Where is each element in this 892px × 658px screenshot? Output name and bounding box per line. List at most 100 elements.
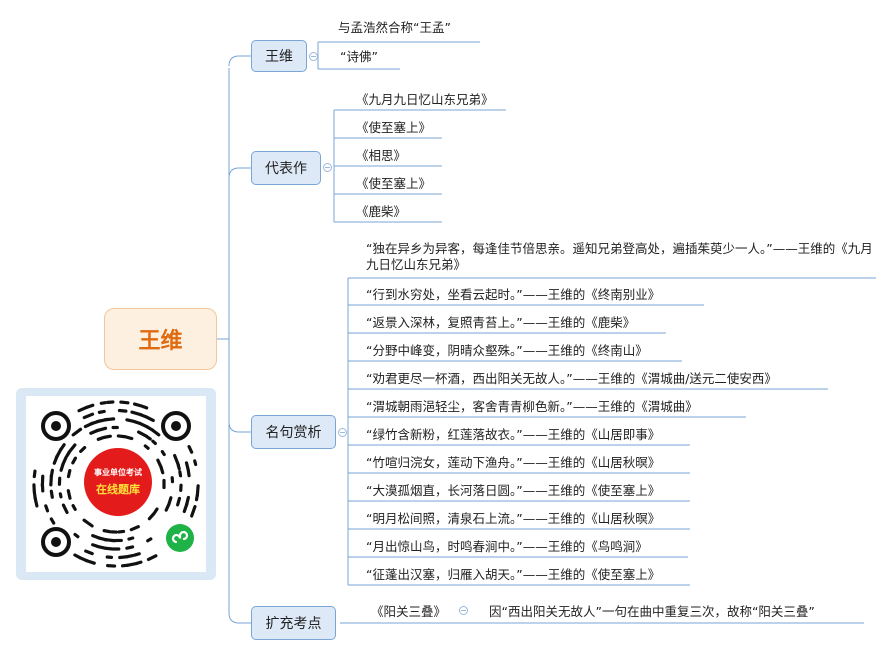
qr-mark-95 xyxy=(73,553,82,560)
leaf-works-2[interactable]: 《使至塞上》 xyxy=(356,120,432,135)
qr-mark-47 xyxy=(91,543,99,548)
qr-mark-70 xyxy=(133,552,141,557)
qr-mark-43 xyxy=(125,545,135,550)
qr-mark-13 xyxy=(96,436,105,441)
qr-mark-110 xyxy=(194,493,199,502)
qr-finder-dot-2 xyxy=(51,537,61,547)
qr-mark-42 xyxy=(146,537,153,543)
branch-famous-lines[interactable]: 名句赏析 xyxy=(251,415,336,449)
qr-mark-80 xyxy=(97,409,106,414)
leaf-line-10[interactable]: “明月松间照，清泉石上流。”——王维的《山居秋暝》 xyxy=(366,511,661,526)
leaf-line-5[interactable]: “劝君更尽一杯酒，西出阳关无故人。”——王维的《渭城曲/送元二使安西》 xyxy=(366,371,777,386)
miniprogram-icon xyxy=(166,524,194,552)
connector-5 xyxy=(228,612,251,624)
qr-mark-38 xyxy=(145,435,152,441)
leaf-extended-title[interactable]: 《阳关三叠》 xyxy=(371,604,447,619)
collapse-toggle-works[interactable] xyxy=(323,163,332,172)
qr-mark-72 xyxy=(118,555,129,560)
collapse-toggle-extended[interactable] xyxy=(459,606,468,615)
leaf-extended-detail[interactable]: 因“西出阳关无故人”一句在曲中重复三次，故称“阳关三叠” xyxy=(489,604,815,619)
leaf-works-3[interactable]: 《相思》 xyxy=(356,148,407,163)
qr-mark-27 xyxy=(61,503,69,515)
qr-finder-2 xyxy=(41,527,71,557)
leaf-line-4[interactable]: “分野中峰变，阴晴众壑殊。”——王维的《终南山》 xyxy=(366,343,648,358)
qr-mark-74 xyxy=(84,549,94,556)
leaf-wangwei-2[interactable]: “诗佛” xyxy=(340,49,378,64)
leaf-line-9[interactable]: “大漠孤烟直，长河落日圆。”——王维的《使至塞上》 xyxy=(366,483,661,498)
qr-mark-48 xyxy=(73,532,80,539)
qr-mark-39 xyxy=(151,439,157,446)
qr-mark-33 xyxy=(67,443,77,454)
qr-mark-16 xyxy=(122,435,134,441)
leaf-works-1[interactable]: 《九月九日忆山东兄弟》 xyxy=(356,92,494,107)
qr-mark-66 xyxy=(176,463,181,471)
branch-works[interactable]: 代表作 xyxy=(251,151,321,185)
qr-mark-65 xyxy=(173,453,180,467)
qr-mark-20 xyxy=(167,496,173,506)
leaf-line-3[interactable]: “返景入深林，复照青苔上。”——王维的《鹿柴》 xyxy=(366,315,636,330)
qr-mark-21 xyxy=(164,502,171,512)
qr-mark-86 xyxy=(186,469,191,478)
qr-mark-105 xyxy=(132,402,144,408)
leaf-line-6[interactable]: “渭城朝雨浥轻尘，客舍青青柳色新。”——王维的《渭城曲》 xyxy=(366,399,698,414)
qr-mark-97 xyxy=(32,490,37,500)
qr-mark-7 xyxy=(82,518,94,528)
qr-badge-line2: 在线题库 xyxy=(96,483,140,496)
collapse-toggle-wangwei[interactable] xyxy=(309,52,318,61)
qr-mark-18 xyxy=(156,458,163,469)
qr-mark-4 xyxy=(117,529,126,534)
qr-mark-6 xyxy=(102,529,113,534)
qr-finder-dot-0 xyxy=(51,421,61,431)
leaf-wangwei-1[interactable]: 与孟浩然合称“王孟” xyxy=(338,20,451,35)
qr-mark-75 xyxy=(49,517,56,525)
qr-mark-22 xyxy=(127,536,135,541)
leaf-works-5[interactable]: 《鹿柴》 xyxy=(356,204,407,219)
branch-extended[interactable]: 扩充考点 xyxy=(251,606,336,640)
qr-mark-19 xyxy=(159,466,165,475)
qr-center-badge: 事业单位考试 在线题库 xyxy=(84,448,152,516)
qr-mark-94 xyxy=(79,556,89,563)
leaf-line-7[interactable]: “绿竹含新粉，红莲落故衣。”——王维的《山居即事》 xyxy=(366,427,661,442)
qr-mark-17 xyxy=(143,444,150,450)
qr-mark-84 xyxy=(143,414,155,423)
qr-mark-91 xyxy=(120,563,130,568)
qr-mark-104 xyxy=(119,400,130,405)
qr-finder-dot-1 xyxy=(171,421,181,431)
qr-mark-111 xyxy=(190,504,197,518)
collapse-toggle-famous-lines[interactable] xyxy=(338,428,347,437)
qr-mark-28 xyxy=(58,492,63,499)
qr-mark-60 xyxy=(125,418,136,423)
qr-mark-79 xyxy=(82,412,95,420)
qr-finder-1 xyxy=(161,411,191,441)
qr-mark-81 xyxy=(117,408,128,413)
qr-mark-3 xyxy=(129,525,140,532)
qr-pattern xyxy=(32,400,200,568)
qr-mark-99 xyxy=(32,469,37,479)
qr-mark-54 xyxy=(59,443,66,452)
qr-finder-0 xyxy=(41,411,71,441)
qr-code-panel: 事业单位考试 在线题库 xyxy=(16,388,216,580)
qr-mark-2 xyxy=(147,511,156,521)
qr-mark-102 xyxy=(99,401,107,405)
qr-mark-46 xyxy=(96,544,108,550)
qr-mark-88 xyxy=(182,502,189,514)
branch-wangwei[interactable]: 王维 xyxy=(251,40,307,72)
leaf-line-8[interactable]: “竹喧归浣女，莲动下渔舟。”——王维的《山居秋暝》 xyxy=(366,455,661,470)
leaf-works-4[interactable]: 《使至塞上》 xyxy=(356,176,432,191)
qr-mark-76 xyxy=(44,504,50,513)
root-topic[interactable]: 王维 xyxy=(104,308,217,370)
leaf-line-1[interactable]: “独在异乡为异客，每逢佳节倍思亲。遥知兄弟登高处，遍插茱萸少一人。”——王维的《… xyxy=(366,241,873,272)
qr-mark-71 xyxy=(126,554,135,559)
qr-mark-67 xyxy=(178,470,183,478)
connector-2 xyxy=(228,55,251,67)
leaf-line-12[interactable]: “征蓬出汉塞，归雁入胡天。”——王维的《使至塞上》 xyxy=(366,567,661,582)
qr-mark-1 xyxy=(153,507,159,514)
leaf-line-11[interactable]: “月出惊山鸟，时鸣春涧中。”——王维的《鸟鸣涧》 xyxy=(366,539,648,554)
leaf-line-2[interactable]: “行到水穷处，坐看云起时。”——王维的《终南别业》 xyxy=(366,287,661,302)
qr-mark-35 xyxy=(95,426,108,433)
qr-mark-11 xyxy=(71,456,78,465)
connector-3 xyxy=(228,167,251,179)
qr-mark-59 xyxy=(103,417,116,422)
connector-4 xyxy=(228,421,251,433)
